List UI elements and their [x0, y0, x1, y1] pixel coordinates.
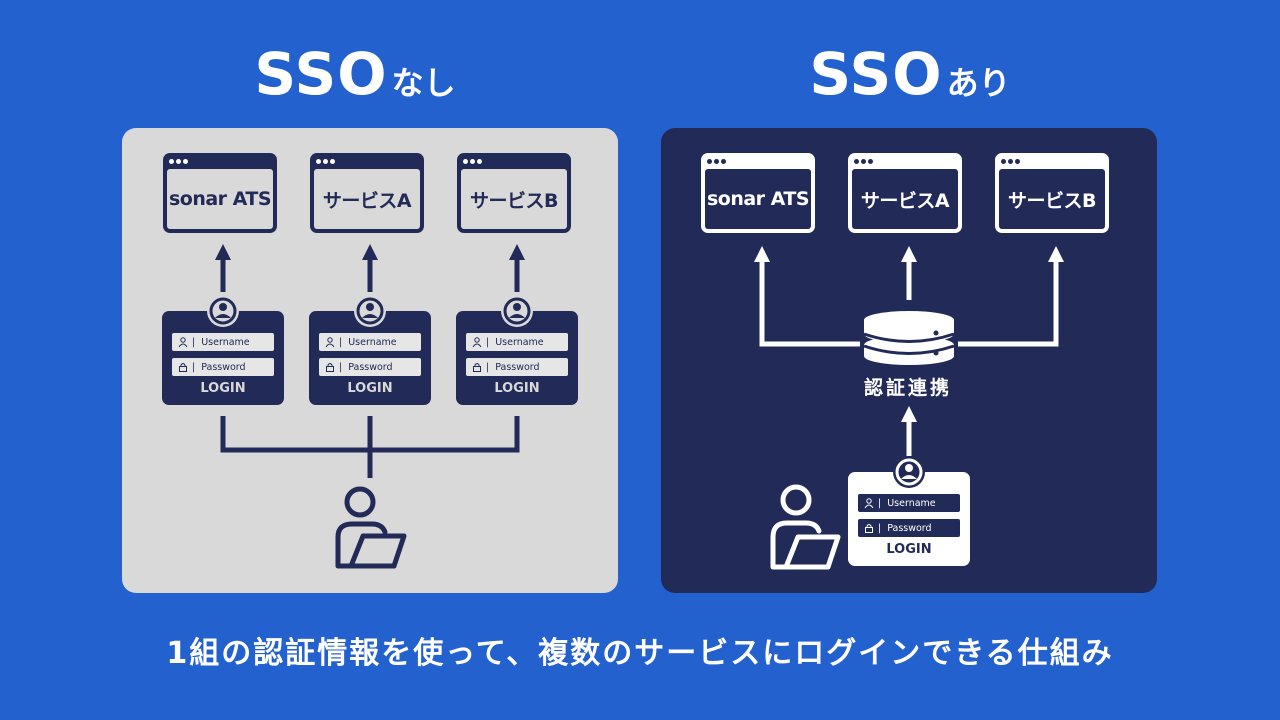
- login-card-service-b: |Username |Password LOGIN: [456, 311, 578, 405]
- lock-icon: [179, 363, 187, 372]
- arrow-db-to-service-b: [958, 245, 1065, 347]
- heading-with-sso-main: SSO: [809, 40, 943, 108]
- caption: 1組の認証情報を使って、複数のサービスにログインできる仕組み: [166, 636, 1114, 671]
- avatar-icon-left-1: [207, 295, 239, 327]
- username-field: |Username: [172, 333, 274, 351]
- window-sonar-ats-left: sonar ATS: [163, 153, 277, 233]
- arrow-db-to-sonar-ats: [753, 245, 860, 347]
- login-card-service-a: |Username |Password LOGIN: [309, 311, 431, 405]
- window-service-a-right: サービスA: [848, 153, 962, 233]
- password-field: |Password: [319, 358, 421, 376]
- user-icon: [178, 337, 188, 347]
- window-title: サービスA: [852, 169, 958, 229]
- window-sonar-ats-right: sonar ATS: [701, 153, 815, 233]
- username-field: |Username: [466, 333, 568, 351]
- login-button: LOGIN: [494, 381, 540, 396]
- window-title: サービスB: [999, 169, 1105, 229]
- password-field: |Password: [466, 358, 568, 376]
- user-icon: [325, 337, 335, 347]
- password-placeholder: Password: [495, 361, 540, 373]
- lock-icon: [865, 524, 873, 533]
- user-icon: [864, 498, 874, 508]
- password-placeholder: Password: [887, 522, 932, 534]
- window-service-b-left: サービスB: [457, 153, 571, 233]
- avatar-icon-left-2: [354, 295, 386, 327]
- username-placeholder: Username: [201, 336, 250, 348]
- lock-icon: [473, 363, 481, 372]
- password-field: |Password: [172, 358, 274, 376]
- username-placeholder: Username: [887, 497, 936, 509]
- left-branch-connector: [220, 416, 520, 478]
- heading-without-sso-main: SSO: [254, 40, 388, 108]
- login-button: LOGIN: [347, 381, 393, 396]
- right-arrows: [753, 245, 1065, 456]
- window-service-a-left: サービスA: [310, 153, 424, 233]
- username-field: |Username: [858, 494, 960, 512]
- login-button: LOGIN: [200, 381, 246, 396]
- lock-icon: [326, 363, 334, 372]
- window-title: サービスA: [314, 169, 420, 229]
- window-title: sonar ATS: [705, 169, 811, 229]
- person-with-laptop-icon-left: [335, 486, 407, 569]
- window-service-b-right: サービスB: [995, 153, 1109, 233]
- person-with-laptop-icon-right: [770, 484, 841, 570]
- password-placeholder: Password: [201, 361, 246, 373]
- auth-sync-label: 認証連携: [863, 377, 952, 399]
- window-title: サービスB: [461, 169, 567, 229]
- database-icon: [863, 311, 955, 365]
- avatar-icon-left-3: [501, 295, 533, 327]
- heading-without-sso-sub: なし: [391, 64, 456, 102]
- heading-with-sso-sub: あり: [946, 64, 1011, 102]
- password-placeholder: Password: [348, 361, 393, 373]
- username-placeholder: Username: [495, 336, 544, 348]
- password-field: |Password: [858, 519, 960, 537]
- user-icon: [472, 337, 482, 347]
- avatar-icon-right: [893, 456, 925, 488]
- username-placeholder: Username: [348, 336, 397, 348]
- window-title: sonar ATS: [167, 169, 273, 229]
- username-field: |Username: [319, 333, 421, 351]
- left-arrows: [214, 243, 526, 292]
- login-button: LOGIN: [886, 542, 932, 557]
